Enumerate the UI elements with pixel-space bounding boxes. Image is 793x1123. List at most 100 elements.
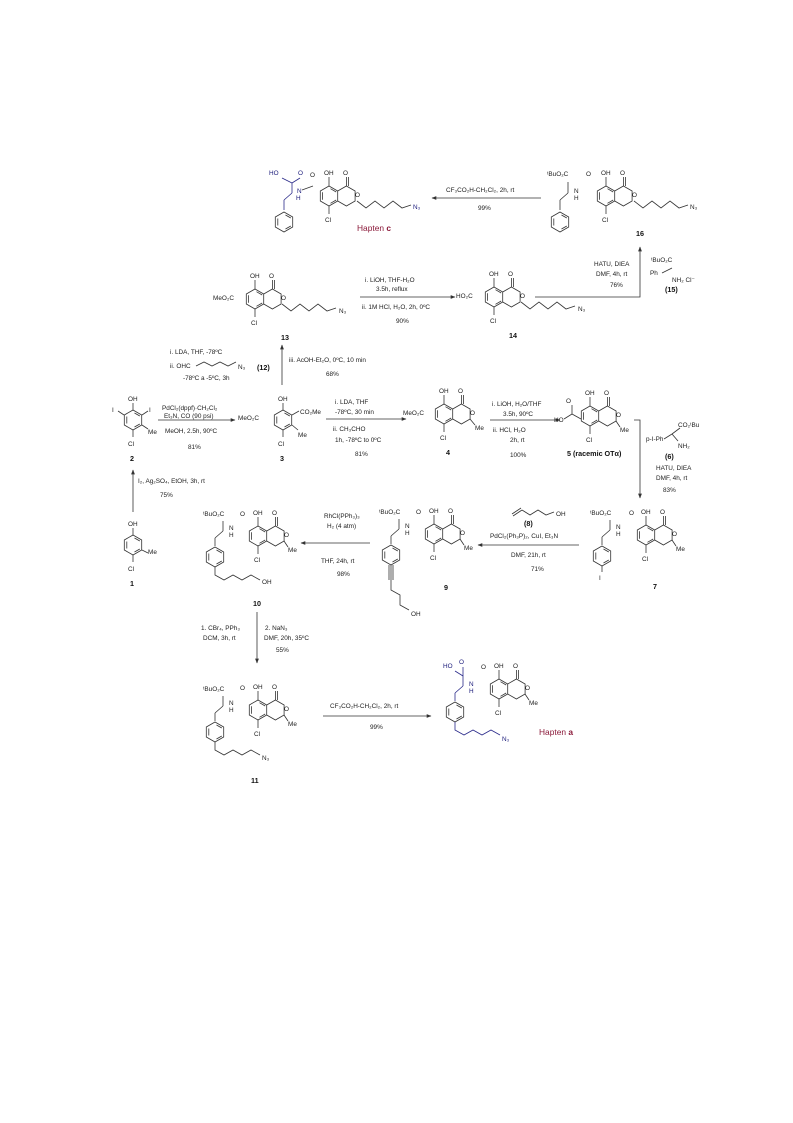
hapten-a-n3: N₃ [502,736,510,743]
c9-amide-o: O [416,509,421,516]
c1-me: Me [148,549,157,556]
reagent-9-10-l3: THF, 24h, rt [321,558,355,565]
arrow-3-to-13: i. LDA, THF, -78ºC ii. OHC N₃ -78ºC a -5… [170,344,366,385]
c13-meo2c: MeO₂C [213,295,234,302]
hapten-c-n: N [297,188,302,195]
c9-tbuo2c: ᵗBuO₂C [379,509,401,516]
c11-h: H [229,707,234,714]
reagent-2-3-l2: Et₃N, CO (90 psi) [164,413,213,420]
reagent-10-11-l2: DCM, 3h, rt [203,635,236,642]
c5-me: Me [620,427,629,434]
c15-nh2cl: NH₂ Cl⁻ [672,277,695,284]
c16-co: O [620,170,625,177]
hapten-c-n3: N₃ [413,204,421,211]
compound-7-structure: ᵗBuO₂C I N H O OH O O Cl Me 7 [590,509,685,591]
reagent-11-ha-l2: 99% [370,724,383,731]
reagent-5-7-l2: HATU, DIEA [656,465,692,472]
c16-ring-o: O [632,192,637,199]
c4-cl: Cl [440,435,446,442]
reagent-10-11-l1: 1. CBr₄, PPh₃ [201,625,240,632]
arrow-10-to-11: 1. CBr₄, PPh₃ DCM, 3h, rt 2. NaN₃ DMF, 2… [201,612,309,664]
c2-cl: Cl [128,441,134,448]
c2-i-right: I [149,407,151,414]
c7-co: O [660,509,665,516]
c16-n: N [574,188,579,195]
c11-oh: OH [253,684,263,691]
hapten-a-label: Hapten a [539,727,573,737]
c7-i: I [599,575,601,582]
c13-co: O [269,273,274,280]
c10-oh: OH [253,510,263,517]
reagent-3-13-n3: N₃ [238,364,246,371]
reagent-11-ha-l1: CF₃CO₂H-CH₂Cl₂, 2h, rt [330,703,398,710]
compound-14-structure: HO₂C OH O O Cl N₃ 14 [456,271,586,340]
reagent-15-label: (15) [665,285,678,294]
c11-me: Me [288,721,297,728]
arrow-3-to-4: i. LDA, THF -78ºC, 30 min ii. CH₃CHO 1h,… [326,399,407,458]
reagent-3-13-l3: -78ºC a -5ºC, 3h [183,375,230,382]
c10-ring-o: O [284,532,289,539]
c5-ho: HO [554,417,564,424]
reagent-12-label: (12) [257,363,270,372]
c14-n3: N₃ [578,306,586,313]
c9-h: H [405,530,410,537]
reagent-14-16-l1: HATU, DIEA [594,261,630,268]
reagent-3-4-l5: 81% [355,451,368,458]
c13-cl: Cl [251,320,257,327]
compound-2-structure: OH I I Me Cl 2 [112,396,157,463]
reagent-10-11-l5: 55% [276,647,289,654]
c7-tbuo2c: ᵗBuO₂C [590,510,612,517]
c10-n: N [229,525,234,532]
c9-cl: Cl [430,555,436,562]
reagent-4-5-l5: 100% [510,452,527,459]
compound-3-label: 3 [280,454,284,463]
c5-oh: OH [585,390,595,397]
c9-co: O [448,508,453,515]
c11-co: O [272,684,277,691]
arrow-9-to-10: RhCl(PPh₃)₃ H₂ (4 atm) THF, 24h, rt 98% [300,513,370,578]
c11-tbuo2c: ᵗBuO₂C [203,686,225,693]
reagent-2-3-l3: MeOH, 2.5h, 90ºC [165,428,217,435]
hapten-a-ring-o: O [525,685,530,692]
hapten-a-h: H [469,688,474,695]
c13-oh: OH [250,273,260,280]
reagent-5-7-l4: 83% [663,487,676,494]
c14-cl: Cl [490,318,496,325]
c9-n: N [405,523,410,530]
c16-oh: OH [601,170,611,177]
reagent-3-4-l1: i. LDA, THF [335,399,368,406]
compound-11-label: 11 [251,776,259,785]
c7-me: Me [676,546,685,553]
hapten-a-co: O [513,663,518,670]
c2-oh: OH [128,396,138,403]
c3-meo2c: MeO₂C [238,415,259,422]
compound-2-label: 2 [130,454,134,463]
c3-oh: OH [278,396,288,403]
reagent-9-10-l2: H₂ (4 atm) [327,523,356,530]
hapten-c-o: O [298,170,303,177]
reagent-6-label: (6) [665,452,674,461]
c9-ring-o: O [460,530,465,537]
c4-meo2c: MeO₂C [403,410,424,417]
c6-nh2: NH₂ [678,443,690,450]
reagent-4-5-l4: 2h, rt [510,437,525,444]
reagent-3-4-l2: -78ºC, 30 min [335,409,374,416]
c6-pl-ph: p-I-Ph [646,436,664,443]
hapten-c-co: O [343,170,348,177]
c13-n3: N₃ [339,308,347,315]
reagent-2-3-l4: 81% [188,444,201,451]
arrow-2-to-3: PdCl₂(dppf)·CH₂Cl₂ Et₃N, CO (90 psi) MeO… [158,405,236,451]
c7-oh: OH [641,509,651,516]
c10-cl: Cl [254,557,260,564]
compound-10-label: 10 [253,599,261,608]
c16-amide-o: O [586,171,591,178]
c16-n3: N₃ [690,204,698,211]
c10-amide-o: O [240,511,245,518]
c1-cl: Cl [128,566,134,573]
reagent-9-10-l4: 98% [337,571,350,578]
c16-cl: Cl [602,217,608,224]
hapten-a-cl: Cl [495,710,501,717]
reagent-13-14-l1: i. LiOH, THF-H₂O [365,277,415,284]
c5-ring-o: O [616,412,621,419]
compound-1-structure: OH Me Cl 1 [123,521,157,588]
